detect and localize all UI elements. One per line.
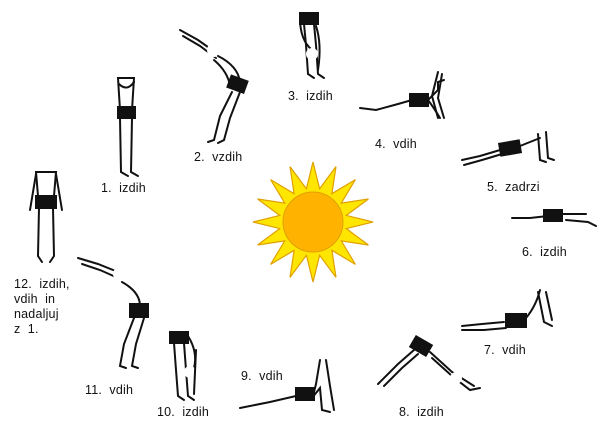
pose-10-figure [170, 332, 196, 400]
pose-12-figure [30, 153, 62, 262]
pose-12-label: 12. izdih, vdih in nadaljuj z 1. [14, 277, 70, 337]
pose-4-label: 4. vdih [375, 137, 417, 152]
pose-3-figure [300, 13, 324, 78]
pose-6-label: 6. izdih [522, 245, 567, 260]
pose-8-figure [378, 336, 480, 390]
sun-icon [253, 162, 373, 282]
pose-11-label: 11. vdih [85, 383, 133, 398]
pose-3-label: 3. izdih [288, 89, 333, 104]
pose-6-figure [512, 207, 601, 226]
pose-2-label: 2. vzdih [194, 150, 242, 165]
pose-5-label: 5. zadrzi [487, 180, 540, 195]
pose-1-figure [118, 60, 138, 176]
pose-4-figure [360, 59, 451, 118]
pose-5-figure [462, 119, 557, 165]
pose-7-label: 7. vdih [484, 343, 526, 358]
pose-8-label: 8. izdih [399, 405, 444, 420]
pose-1-label: 1. izdih [101, 181, 146, 196]
pose-7-figure [462, 276, 552, 330]
pose-2-figure [180, 30, 248, 143]
pose-11-figure [78, 258, 148, 368]
pose-9-label: 9. vdih [241, 369, 283, 384]
pose-10-label: 10. izdih [157, 405, 209, 420]
